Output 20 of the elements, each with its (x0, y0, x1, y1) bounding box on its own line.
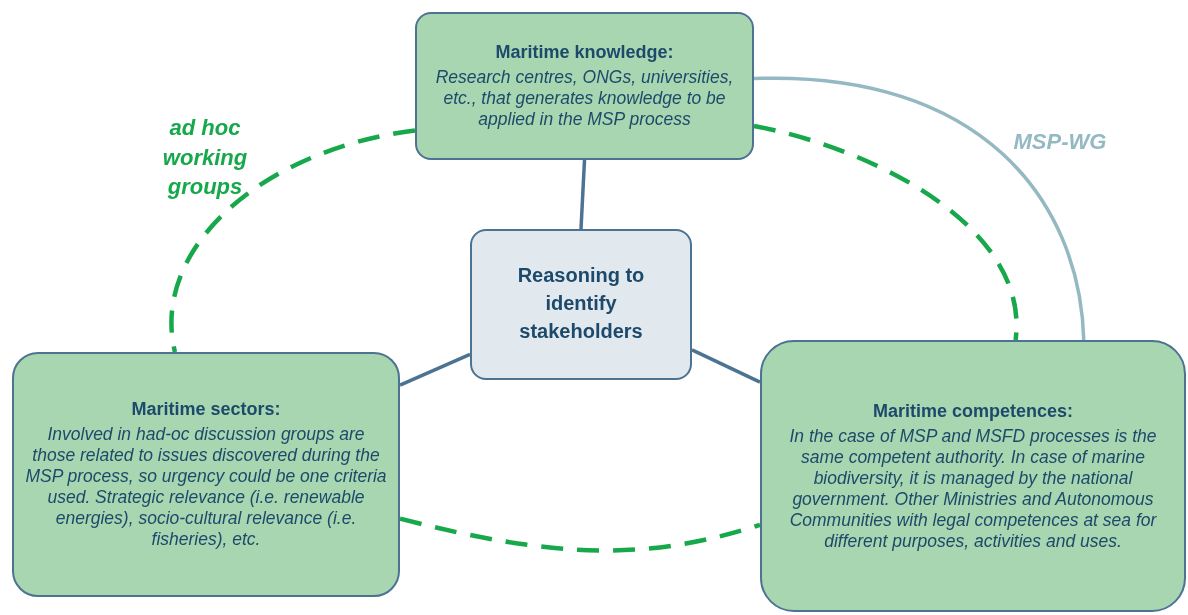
box-title: Reasoning to identify stakeholders (516, 262, 646, 344)
dashed-connector (753, 123, 1019, 341)
dashed-connector (169, 128, 416, 353)
group-label: MSP-WG (1012, 128, 1108, 156)
connector-line (753, 76, 1086, 341)
group-label: ad hoc working groups (161, 114, 249, 202)
competences-box (760, 340, 1186, 612)
connector-line (399, 352, 471, 387)
box-description: Involved in had-oc discussion groups are those related to issues discovered during the MSP process, so urgency could be one criteria used. Strategic relevance (i.e. renewable energies), socio-cultural relevance (i.e. fisheries), etc. (24, 424, 388, 550)
box-description: In the case of MSP and MSFD processes is the same competent authority. In case of marine biodiversity, it is managed by the national government. Other Ministries and Autonomous Communities with legal competences at sea for different purposes, activities and uses. (788, 425, 1158, 552)
box-heading: Maritime sectors: (131, 399, 281, 420)
box-heading: Maritime competences: (872, 400, 1074, 422)
sectors-box (12, 352, 400, 597)
connector-line (691, 348, 761, 384)
center-box (470, 229, 692, 380)
box-heading: Maritime knowledge: (495, 42, 674, 63)
connector-line (579, 159, 587, 230)
dashed-connector (399, 516, 761, 553)
box-description: Research centres, ONGs, universities, etc., that generates knowledge to be applied in the MSP process (434, 67, 735, 130)
knowledge-box (415, 12, 754, 160)
